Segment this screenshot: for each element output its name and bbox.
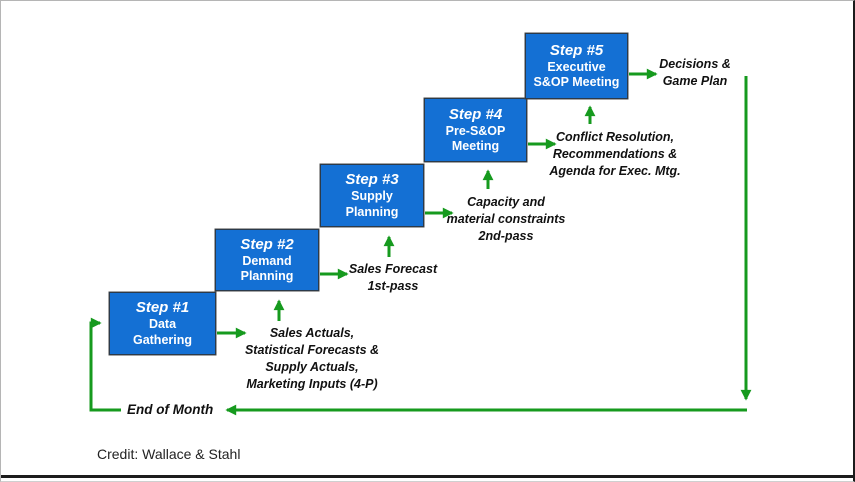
step-3-name: Supply Planning — [345, 189, 399, 219]
step-3-title: Step #3 — [345, 171, 399, 188]
step-1-name: Data Gathering — [132, 317, 193, 347]
credit-text: Credit: Wallace & Stahl — [97, 446, 241, 462]
step-1-title: Step #1 — [135, 299, 190, 316]
step-5-name: Executive S&OP Meeting — [533, 59, 620, 90]
step-4-name: Pre-S&OP Meeting — [445, 123, 506, 154]
step-3-output-label: Capacity and material constraints 2nd-pa… — [446, 195, 566, 243]
step-3-box: Step #3 Supply Planning — [320, 164, 424, 227]
step-4-output-label: Conflict Resolution, Recommendations & A… — [549, 130, 681, 178]
step-1-output-label: Sales Actuals, Statistical Forecasts & S… — [244, 326, 380, 391]
step-5-output-label: Decisions & Game Plan — [659, 57, 731, 88]
step-2-box: Step #2 Demand Planning — [215, 229, 319, 291]
step-4-title: Step #4 — [448, 105, 503, 123]
step-2-title: Step #2 — [240, 235, 294, 253]
slide-bottom-edge — [1, 475, 853, 478]
step-4-box: Step #4 Pre-S&OP Meeting — [424, 98, 527, 162]
step-5-box: Step #5 Executive S&OP Meeting — [525, 33, 628, 99]
step-1-box: Step #1 Data Gathering — [109, 292, 216, 355]
end-of-month-label: End of Month — [127, 402, 214, 417]
step-5-title: Step #5 — [549, 41, 604, 59]
step-2-name: Demand Planning — [240, 253, 294, 284]
step-2-output-label: Sales Forecast 1st-pass — [348, 262, 438, 293]
